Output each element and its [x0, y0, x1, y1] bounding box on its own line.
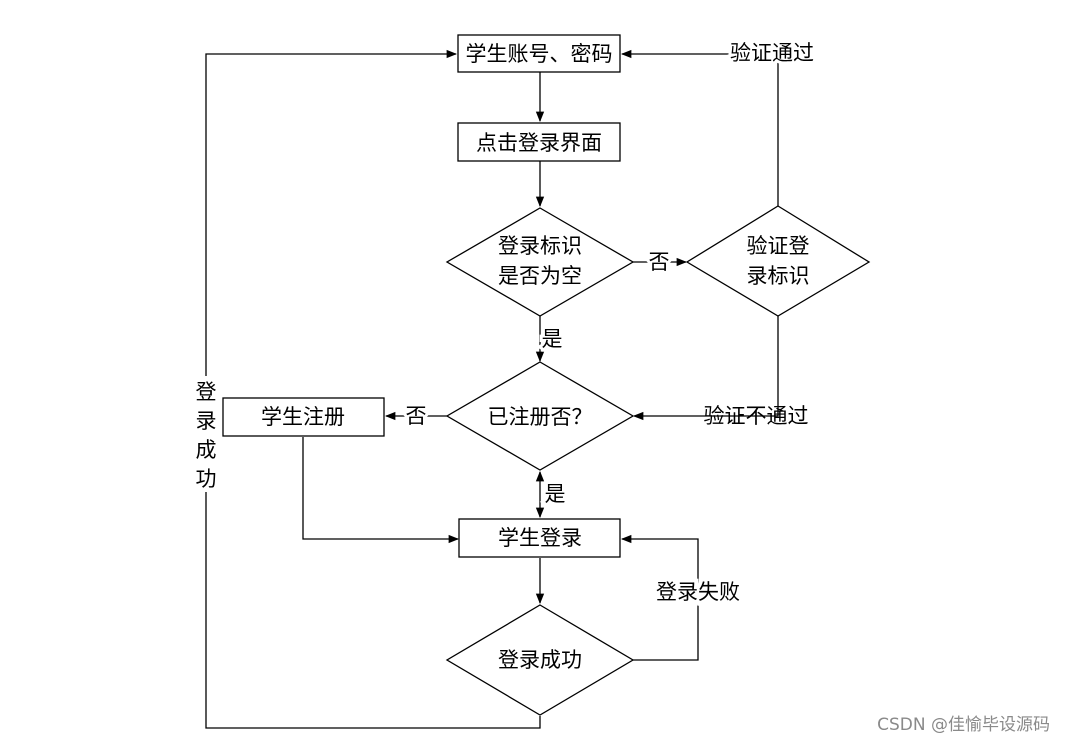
label-login-success-vertical: 登 录 成 功: [196, 380, 217, 491]
label-login-success-char-2: 录: [196, 409, 217, 433]
label-yes-registered: 是: [545, 482, 566, 506]
node-student-register-label: 学生注册: [261, 405, 345, 429]
node-click-login-page-label: 点击登录界面: [476, 131, 602, 155]
node-registered-question: 已注册否？: [445, 361, 635, 471]
edge-register-to-login: [302, 437, 460, 544]
node-student-login: 学生登录: [458, 518, 621, 558]
edge-verify-fail-to-registered: [632, 316, 779, 421]
label-no-flag-empty: 否: [649, 250, 670, 274]
node-login-success-label: 登录成功: [498, 648, 582, 672]
node-account-password: 学生账号、密码: [457, 34, 621, 73]
label-no-registered: 否: [406, 404, 427, 428]
label-login-success-char-1: 登: [196, 380, 217, 404]
label-login-fail: 登录失败: [656, 580, 740, 604]
edge-verify-pass-to-account: [620, 49, 779, 206]
node-login-flag-empty-line1: 登录标识: [498, 234, 582, 258]
label-verify-pass: 验证通过: [730, 41, 814, 65]
node-student-login-label: 学生登录: [498, 526, 582, 550]
node-login-success: 登录成功: [445, 604, 635, 716]
label-yes-flag-empty: 是: [542, 327, 563, 351]
node-verify-flag: 验证登 录标识: [685, 205, 871, 317]
label-login-success-char-4: 功: [196, 467, 217, 491]
node-login-flag-empty-line2: 是否为空: [498, 264, 582, 288]
node-verify-flag-line2: 录标识: [747, 264, 810, 288]
node-verify-flag-line1: 验证登: [747, 234, 810, 258]
node-login-flag-empty: 登录标识 是否为空: [445, 207, 635, 317]
edge-success-fail-to-login: [620, 534, 699, 661]
edge-success-loop-lower: [205, 492, 541, 729]
edge-success-loop-upper: [205, 49, 458, 376]
node-click-login-page: 点击登录界面: [457, 122, 621, 162]
label-login-success-char-3: 成: [196, 438, 217, 462]
node-account-password-label: 学生账号、密码: [466, 42, 613, 66]
node-registered-question-label: 已注册否？: [488, 405, 593, 429]
watermark: CSDN @佳愉毕设源码: [877, 715, 1050, 735]
label-verify-fail: 验证不通过: [704, 404, 809, 428]
node-student-register: 学生注册: [222, 397, 385, 437]
